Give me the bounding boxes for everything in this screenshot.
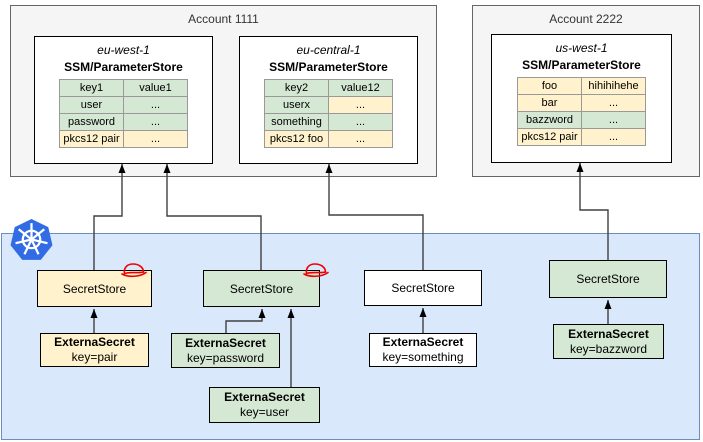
account-2222-box: Account 2222 us-west-1 SSM/ParameterStor…	[472, 5, 700, 177]
param-value: ...	[581, 111, 646, 129]
account-title: Account 2222	[549, 12, 623, 26]
parameter-table: foo hihihihehe bar ... bazzword ... pkcs…	[517, 77, 646, 146]
external-secret-key: key=password	[186, 350, 265, 365]
region-name: eu-central-1	[296, 43, 361, 57]
external-secret-box-password: ExternaSecret key=password	[171, 333, 280, 368]
param-key: bar	[517, 94, 582, 112]
secret-store-label: SecretStore	[391, 281, 455, 295]
external-secret-box-something: ExternaSecret key=something	[369, 333, 477, 367]
parameter-store-title: SSM/ParameterStore	[522, 58, 641, 72]
param-key: userx	[264, 96, 329, 114]
table-row: bar ...	[517, 94, 646, 112]
parameter-table: key1 value1 user ... password ... pkcs12…	[59, 79, 188, 148]
region-us-west-1-box: us-west-1 SSM/ParameterStore foo hihihih…	[491, 34, 672, 163]
parameter-store-title: SSM/ParameterStore	[269, 60, 388, 74]
param-key: user	[59, 96, 124, 114]
param-key: pkcs12 pair	[517, 128, 582, 146]
external-secret-box-pair: ExternaSecret key=pair	[40, 333, 149, 367]
region-name: eu-west-1	[97, 43, 150, 57]
param-key: key1	[59, 79, 124, 97]
table-row: key1 value1	[59, 79, 188, 97]
redhat-icon	[302, 261, 330, 279]
secret-store-label: SecretStore	[62, 281, 127, 296]
external-secret-title: ExternaSecret	[568, 326, 649, 341]
parameter-store-title: SSM/ParameterStore	[64, 60, 183, 74]
secret-store-label: SecretStore	[576, 272, 640, 286]
param-value: ...	[581, 128, 646, 146]
param-key: something	[264, 113, 329, 131]
param-value: ...	[123, 130, 188, 148]
param-key: key2	[264, 79, 329, 97]
table-row: user ...	[59, 96, 188, 114]
param-value: hihihihehe	[581, 77, 646, 95]
param-value: ...	[328, 130, 393, 148]
param-value: value1	[123, 79, 188, 97]
region-eu-central-1-box: eu-central-1 SSM/ParameterStore key2 val…	[239, 36, 418, 164]
param-key: pkcs12 foo	[264, 130, 329, 148]
table-row: bazzword ...	[517, 111, 646, 129]
region-eu-west-1-box: eu-west-1 SSM/ParameterStore key1 value1…	[34, 36, 213, 164]
external-secret-title: ExternaSecret	[224, 390, 305, 404]
secret-store-box-2: SecretStore	[203, 270, 320, 307]
param-value: ...	[123, 96, 188, 114]
param-value: value12	[328, 79, 393, 97]
param-value: ...	[581, 94, 646, 112]
table-row: key2 value12	[264, 79, 393, 97]
table-row: pkcs12 pair ...	[59, 130, 188, 148]
param-key: foo	[517, 77, 582, 95]
kubernetes-icon	[9, 218, 54, 263]
external-secret-box-user: ExternaSecret key=user	[209, 387, 320, 423]
secret-store-label: SecretStore	[229, 281, 294, 296]
table-row: pkcs12 foo ...	[264, 130, 393, 148]
external-secret-box-bazzword: ExternaSecret key=bazzword	[553, 324, 664, 359]
account-title: Account 1111	[188, 12, 259, 26]
param-value: ...	[123, 113, 188, 131]
external-secret-key: key=bazzword	[569, 341, 648, 356]
external-secret-key: key=something	[382, 350, 464, 364]
secret-store-box-3: SecretStore	[364, 270, 482, 306]
param-value: ...	[328, 113, 393, 131]
account-1111-box: Account 1111 eu-west-1 SSM/ParameterStor…	[10, 5, 437, 177]
region-name: us-west-1	[555, 41, 608, 55]
table-row: userx ...	[264, 96, 393, 114]
table-row: password ...	[59, 113, 188, 131]
param-key: pkcs12 pair	[59, 130, 124, 148]
param-key: password	[59, 113, 124, 131]
table-row: something ...	[264, 113, 393, 131]
param-value: ...	[328, 96, 393, 114]
table-row: foo hihihihehe	[517, 77, 646, 95]
external-secret-title: ExternaSecret	[185, 335, 266, 350]
parameter-table: key2 value12 userx ... something ... pkc…	[264, 79, 393, 148]
external-secret-key: key=user	[239, 405, 290, 419]
redhat-icon	[120, 261, 148, 279]
table-row: pkcs12 pair ...	[517, 128, 646, 146]
external-secret-title: ExternaSecret	[382, 335, 464, 349]
param-key: bazzword	[517, 111, 582, 129]
external-secret-key: key=pair	[71, 350, 118, 364]
external-secret-title: ExternaSecret	[54, 335, 135, 349]
secret-store-box-4: SecretStore	[549, 260, 667, 298]
